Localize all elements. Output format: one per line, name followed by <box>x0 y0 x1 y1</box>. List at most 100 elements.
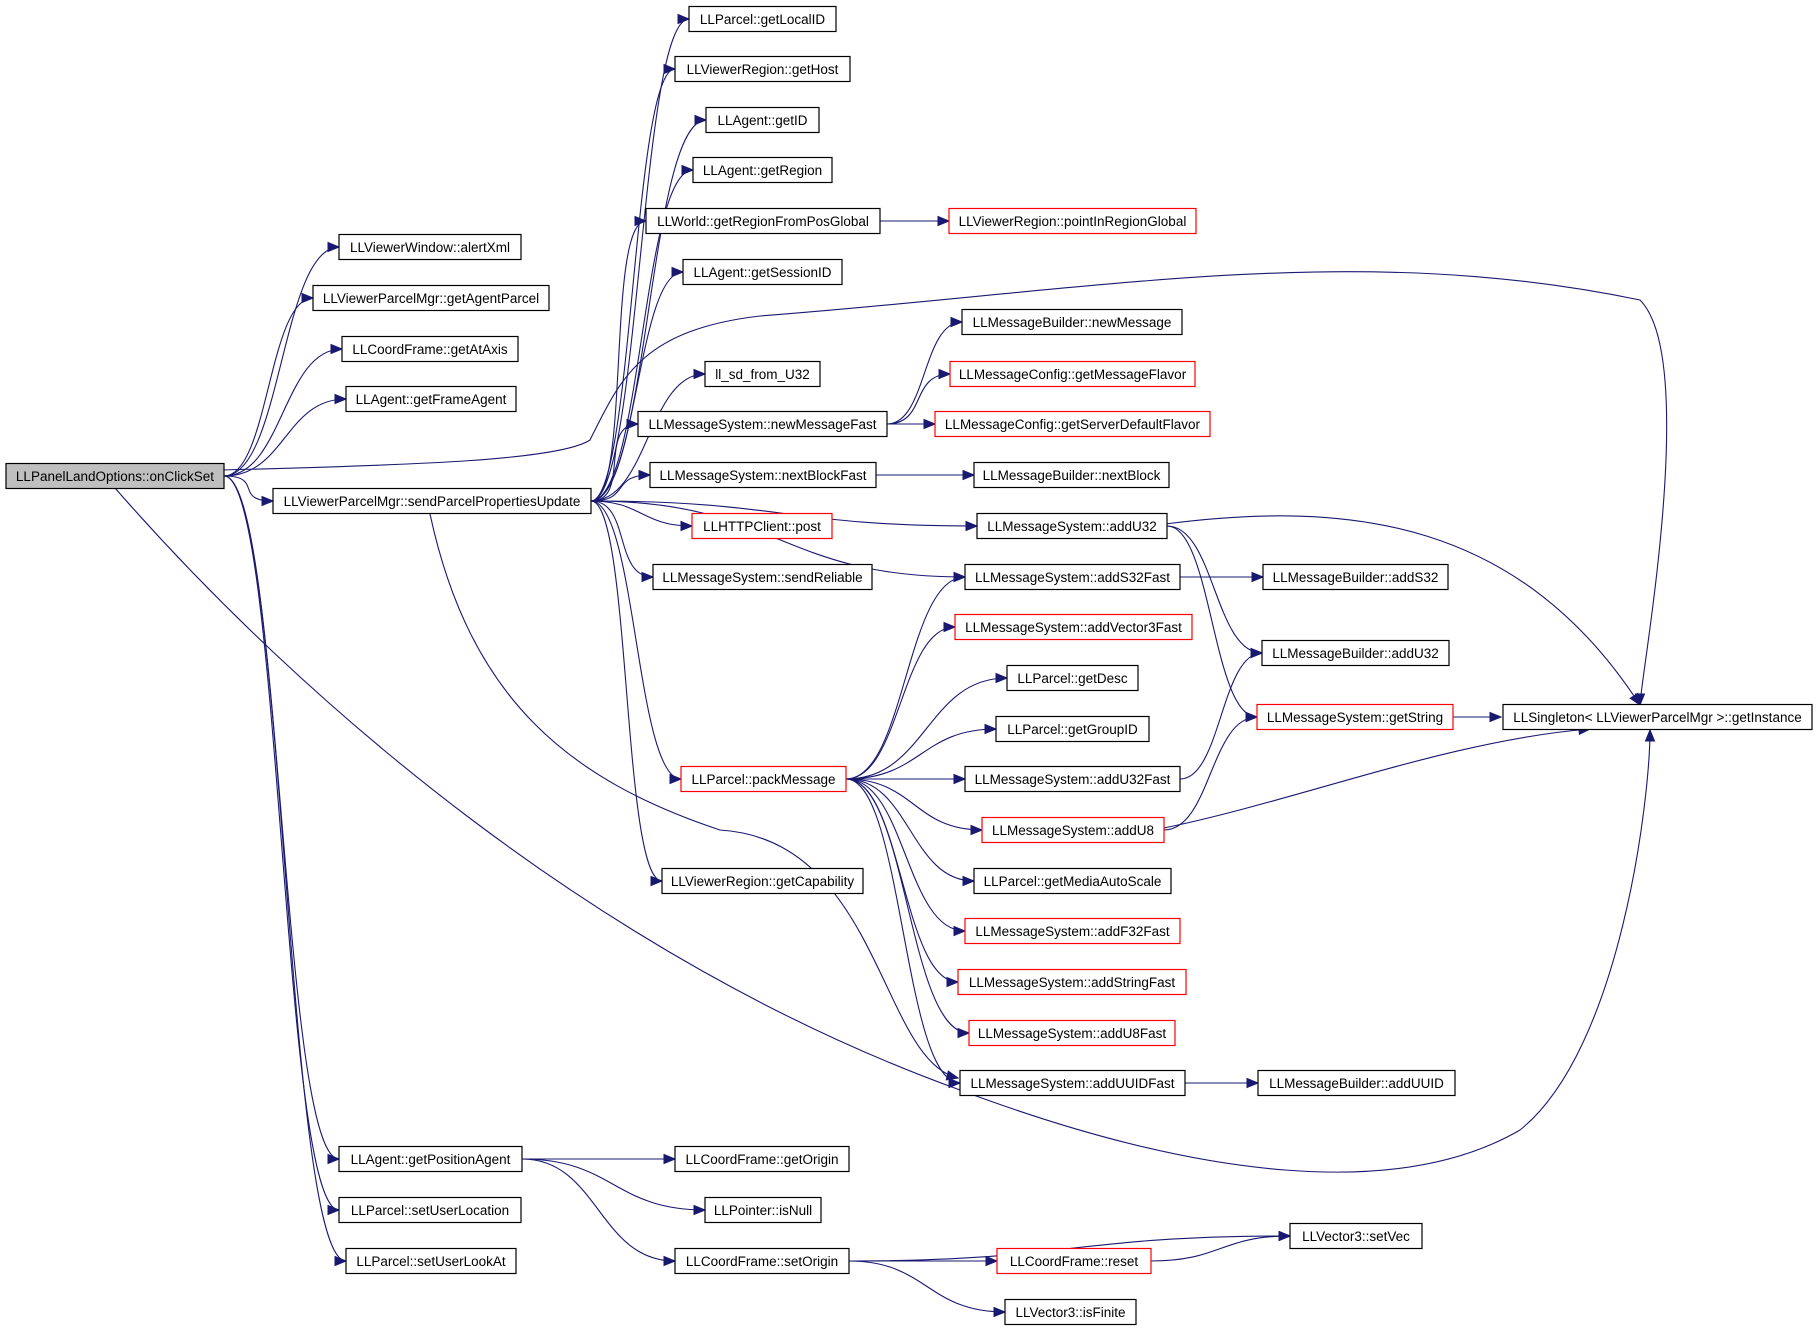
node-label: LLParcel::getMediaAutoScale <box>984 874 1162 889</box>
node-addS32Fast[interactable]: LLMessageSystem::addS32Fast <box>964 563 1181 591</box>
arrowhead-mbAddU32 <box>1250 647 1264 659</box>
node-setUserLocation[interactable]: LLParcel::setUserLocation <box>338 1196 522 1224</box>
node-getGroupID[interactable]: LLParcel::getGroupID <box>995 715 1150 743</box>
node-getServerDefaultFlavor[interactable]: LLMessageConfig::getServerDefaultFlavor <box>934 410 1211 438</box>
edge-sendPPU-to-packMessage <box>590 500 682 780</box>
node-box <box>682 258 843 286</box>
arrowhead-reset <box>985 1255 999 1267</box>
node-box <box>341 335 519 363</box>
edge-sendPPU-to-sendReliable <box>590 500 654 578</box>
node-reset[interactable]: LLCoordFrame::reset <box>996 1247 1152 1275</box>
node-mbAddU32[interactable]: LLMessageBuilder::addU32 <box>1261 639 1450 667</box>
node-getAtAxis[interactable]: LLCoordFrame::getAtAxis <box>341 335 519 363</box>
arrowhead-isFinite <box>993 1306 1007 1318</box>
edge-packMessage-to-addU8 <box>845 778 983 831</box>
node-addU32[interactable]: LLMessageSystem::addU32 <box>976 512 1168 540</box>
node-addU8[interactable]: LLMessageSystem::addU8 <box>981 816 1165 844</box>
arrowhead-getInstance <box>1629 692 1641 707</box>
edge-addU32-to-getInstance <box>1164 515 1641 706</box>
node-addF32Fast[interactable]: LLMessageSystem::addF32Fast <box>964 917 1181 945</box>
node-root[interactable]: LLPanelLandOptions::onClickSet <box>5 462 225 490</box>
node-box <box>968 1019 1176 1047</box>
arrowhead-mbAddUUID <box>1246 1077 1260 1089</box>
node-setVec[interactable]: LLVector3::setVec <box>1289 1222 1423 1250</box>
node-box <box>1502 703 1813 731</box>
node-getAgentParcel[interactable]: LLViewerParcelMgr::getAgentParcel <box>312 284 550 312</box>
edge-packMessage-to-addUUIDFast <box>845 778 961 1084</box>
node-addVector3Fast[interactable]: LLMessageSystem::addVector3Fast <box>954 613 1193 641</box>
node-pointInRegionGlobal[interactable]: LLViewerRegion::pointInRegionGlobal <box>948 207 1197 235</box>
node-label: LLMessageConfig::getMessageFlavor <box>959 367 1187 382</box>
node-addStringFast[interactable]: LLMessageSystem::addStringFast <box>957 968 1187 996</box>
arrowhead-pointInRegionGlobal <box>937 215 951 227</box>
node-getSessionID[interactable]: LLAgent::getSessionID <box>682 258 843 286</box>
node-box <box>661 867 864 895</box>
node-getPositionAgent[interactable]: LLAgent::getPositionAgent <box>338 1145 523 1173</box>
arrowhead-getServerDefaultFlavor <box>923 418 937 430</box>
node-label: LLAgent::getFrameAgent <box>356 392 507 407</box>
node-getFrameAgent[interactable]: LLAgent::getFrameAgent <box>345 385 517 413</box>
node-setOrigin[interactable]: LLCoordFrame::setOrigin <box>674 1247 850 1275</box>
arrowhead-getID <box>694 114 708 126</box>
node-label: LLCoordFrame::getOrigin <box>685 1152 838 1167</box>
node-addU8Fast[interactable]: LLMessageSystem::addU8Fast <box>968 1019 1176 1047</box>
arrowhead-getDesc <box>995 672 1009 684</box>
node-label: LLViewerParcelMgr::sendParcelPropertiesU… <box>284 494 581 509</box>
node-label: LLMessageBuilder::nextBlock <box>983 468 1161 483</box>
edge-addU32-to-mbAddU32 <box>1166 525 1263 654</box>
arrowhead-sendReliable <box>641 571 655 583</box>
node-getString[interactable]: LLMessageSystem::getString <box>1256 703 1454 731</box>
node-addUUIDFast[interactable]: LLMessageSystem::addUUIDFast <box>959 1069 1186 1097</box>
node-box <box>705 106 820 134</box>
edge-sendPPU-to-post <box>590 500 693 527</box>
node-alertXml[interactable]: LLViewerWindow::alertXml <box>338 233 522 261</box>
arrowhead-addU32 <box>965 520 979 532</box>
arrowhead-getHost <box>663 63 677 75</box>
node-box <box>948 207 1197 235</box>
node-getOrigin[interactable]: LLCoordFrame::getOrigin <box>674 1145 850 1173</box>
node-box <box>1004 1298 1137 1326</box>
edge-root-to-getFrameAgent <box>223 398 347 477</box>
node-label: LLViewerWindow::alertXml <box>350 240 510 255</box>
node-getRegionFromPosGlobal[interactable]: LLWorld::getRegionFromPosGlobal <box>645 207 881 235</box>
node-label: LLMessageSystem::sendReliable <box>662 570 862 585</box>
edge-root-to-getAgentParcel <box>223 297 314 477</box>
node-mbAddS32[interactable]: LLMessageBuilder::addS32 <box>1262 563 1449 591</box>
node-getRegion[interactable]: LLAgent::getRegion <box>692 156 833 184</box>
node-box <box>996 1247 1152 1275</box>
node-isFinite[interactable]: LLVector3::isFinite <box>1004 1298 1137 1326</box>
node-getCapability[interactable]: LLViewerRegion::getCapability <box>661 867 864 895</box>
node-box <box>649 461 877 489</box>
node-label: LLViewerRegion::getCapability <box>671 874 855 889</box>
node-newMessageFast[interactable]: LLMessageSystem::newMessageFast <box>637 410 888 438</box>
node-getMessageFlavor[interactable]: LLMessageConfig::getMessageFlavor <box>949 360 1196 388</box>
node-getMediaAutoScale[interactable]: LLParcel::getMediaAutoScale <box>973 867 1172 895</box>
edge-sendPPU-to-getRegionFromPosGlobal <box>590 220 647 502</box>
node-box <box>1006 664 1139 692</box>
node-getLocalID[interactable]: LLParcel::getLocalID <box>688 5 837 33</box>
arrowhead-getRegionFromPosGlobal <box>634 215 648 227</box>
node-box <box>691 512 833 540</box>
edge-sendPPU-to-addUUIDFast <box>429 513 959 1079</box>
node-post[interactable]: LLHTTPClient::post <box>691 512 833 540</box>
node-mbAddUUID[interactable]: LLMessageBuilder::addUUID <box>1257 1069 1456 1097</box>
node-sendReliable[interactable]: LLMessageSystem::sendReliable <box>652 563 873 591</box>
node-nextBlockFast[interactable]: LLMessageSystem::nextBlockFast <box>649 461 877 489</box>
node-getDesc[interactable]: LLParcel::getDesc <box>1006 664 1139 692</box>
node-label: LLMessageSystem::addU8 <box>992 823 1154 838</box>
call-graph-edges <box>114 13 1668 1318</box>
node-getID[interactable]: LLAgent::getID <box>705 106 820 134</box>
node-packMessage[interactable]: LLParcel::packMessage <box>680 765 847 793</box>
node-label: LLMessageSystem::addUUIDFast <box>970 1076 1174 1091</box>
node-getHost[interactable]: LLViewerRegion::getHost <box>674 55 851 83</box>
node-getInstance[interactable]: LLSingleton< LLViewerParcelMgr >::getIns… <box>1502 703 1813 731</box>
node-llsd[interactable]: ll_sd_from_U32 <box>704 360 821 388</box>
node-isNull[interactable]: LLPointer::isNull <box>704 1196 822 1224</box>
node-addU32Fast[interactable]: LLMessageSystem::addU32Fast <box>964 765 1181 793</box>
arrowhead-getOrigin <box>663 1153 677 1165</box>
node-setUserLookAt[interactable]: LLParcel::setUserLookAt <box>345 1247 517 1275</box>
node-nextBlock[interactable]: LLMessageBuilder::nextBlock <box>973 461 1170 489</box>
node-sendPPU[interactable]: LLViewerParcelMgr::sendParcelPropertiesU… <box>272 487 592 515</box>
node-newMessage[interactable]: LLMessageBuilder::newMessage <box>961 308 1183 336</box>
